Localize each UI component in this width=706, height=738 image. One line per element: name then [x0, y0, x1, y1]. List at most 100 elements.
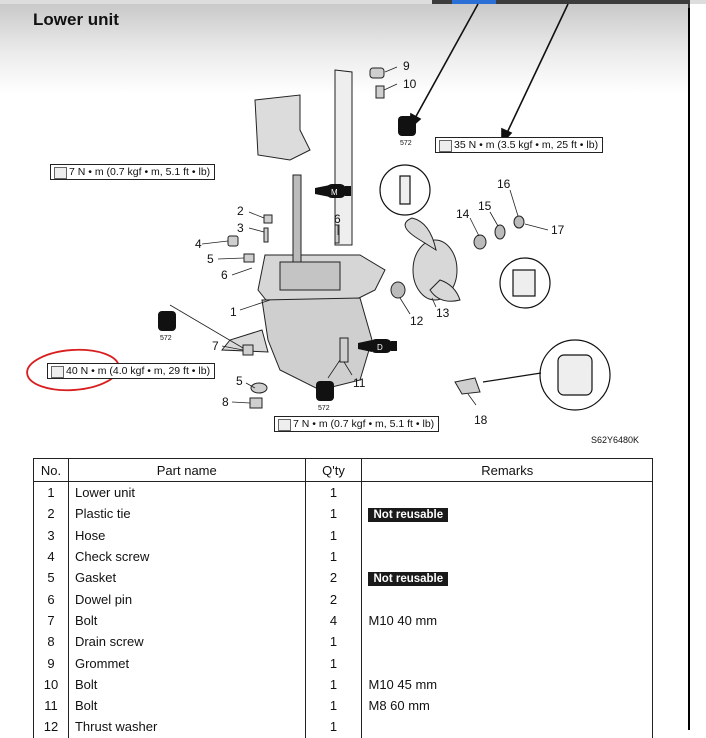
torque-spec-3: 40 N • m (4.0 kgf • m, 29 ft • lb) — [47, 363, 216, 379]
top-strip — [0, 0, 706, 4]
row-remarks — [361, 588, 653, 610]
row-number: 4 — [33, 545, 69, 568]
callout-9: 9 — [403, 59, 410, 73]
row-part-name: Drain screw — [67, 631, 306, 653]
grease-symbols — [315, 184, 397, 353]
row-number: 5 — [33, 567, 69, 589]
toolbar-highlight[interactable] — [452, 0, 496, 4]
row-number: 6 — [33, 588, 69, 610]
row-number: 9 — [33, 652, 69, 674]
row-remarks — [361, 524, 653, 546]
row-part-name: Bolt — [67, 609, 306, 632]
row-number: 8 — [33, 631, 69, 653]
detail-circles — [379, 164, 611, 411]
callout-8: 8 — [222, 395, 229, 409]
table-header-row: No. Part name Q'ty Remarks — [33, 458, 653, 482]
row-part-name: Bolt — [67, 694, 306, 717]
row-remarks: M10 45 mm — [361, 673, 653, 695]
row-quantity: 2 — [304, 588, 363, 610]
not-reusable-badge: Not reusable — [368, 571, 449, 586]
row-quantity: 2 — [304, 567, 363, 589]
callout-2: 2 — [237, 204, 244, 218]
loctite-code-3: 572 — [318, 405, 330, 412]
lower-unit-exploded-diagram: M D 572 572 572 1 2 3 4 — [26, 3, 690, 427]
row-number: 1 — [33, 481, 69, 504]
row-part-name: Check screw — [67, 545, 306, 568]
callout-11: 11 — [353, 376, 366, 390]
header-no: No. — [33, 458, 69, 482]
svg-text:D: D — [377, 343, 383, 352]
row-quantity: 1 — [304, 481, 363, 504]
callout-leaders — [169, 66, 549, 406]
row-number: 3 — [33, 524, 69, 546]
row-quantity: 1 — [304, 716, 363, 738]
row-number: 7 — [33, 609, 69, 632]
row-quantity: 1 — [304, 524, 363, 546]
callout-10: 10 — [403, 77, 417, 91]
callout-3: 3 — [237, 221, 244, 235]
row-quantity: 1 — [304, 652, 363, 674]
lower-unit-body — [220, 69, 386, 391]
row-part-name: Gasket — [67, 567, 306, 589]
loctite-code-2: 572 — [160, 335, 172, 342]
loctite-icons — [158, 116, 416, 401]
callout-15: 15 — [478, 199, 492, 213]
row-remarks — [361, 652, 653, 674]
loctite-code-1: 572 — [400, 140, 412, 147]
row-quantity: 1 — [304, 673, 363, 695]
row-quantity: 1 — [304, 631, 363, 653]
section-title: Lower unit — [33, 10, 119, 29]
torque-spec-2: 35 N • m (3.5 kgf • m, 25 ft • lb) — [435, 137, 604, 153]
callout-17: 17 — [551, 223, 565, 237]
row-quantity: 4 — [304, 609, 363, 632]
row-number: 12 — [33, 716, 69, 738]
figure-code: S62Y6480K — [591, 435, 640, 445]
row-remarks — [361, 545, 653, 568]
row-remarks: M10 40 mm — [361, 609, 653, 632]
callout-13: 13 — [436, 306, 450, 320]
svg-text:M: M — [331, 188, 338, 197]
row-number: 2 — [33, 503, 69, 525]
row-part-name: Bolt — [67, 673, 306, 695]
row-part-name: Thrust washer — [67, 716, 306, 738]
row-part-name: Grommet — [67, 652, 306, 674]
row-quantity: 1 — [304, 694, 363, 717]
row-number: 10 — [33, 673, 69, 695]
row-remarks: M8 60 mm — [361, 694, 653, 717]
callout-18: 18 — [474, 413, 488, 427]
torque-spec-1: 7 N • m (0.7 kgf • m, 5.1 ft • lb) — [50, 164, 216, 180]
callout-5a: 5 — [207, 252, 214, 266]
header-part-name: Part name — [67, 458, 306, 482]
header-qty: Q'ty — [304, 458, 363, 482]
row-remarks: Not reusable — [361, 567, 653, 589]
callout-4: 4 — [195, 237, 202, 251]
page-edge-rule — [688, 8, 690, 730]
row-remarks: Not reusable — [361, 503, 653, 525]
row-quantity: 1 — [304, 503, 363, 525]
leader-arrows — [409, 3, 690, 146]
callout-1: 1 — [230, 305, 237, 319]
callout-5b: 5 — [236, 374, 243, 388]
callout-numbers: 1 2 3 4 5 6 6 7 5 8 9 10 11 12 13 14 15 … — [195, 59, 565, 427]
row-quantity: 1 — [304, 545, 363, 568]
callout-6a: 6 — [221, 268, 228, 282]
callout-7: 7 — [212, 339, 219, 353]
row-remarks — [361, 716, 653, 738]
row-part-name: Lower unit — [67, 481, 306, 504]
row-remarks — [361, 481, 653, 504]
callout-6b: 6 — [334, 212, 341, 226]
torque-spec-4: 7 N • m (0.7 kgf • m, 5.1 ft • lb) — [274, 416, 440, 432]
callout-16: 16 — [497, 177, 511, 191]
